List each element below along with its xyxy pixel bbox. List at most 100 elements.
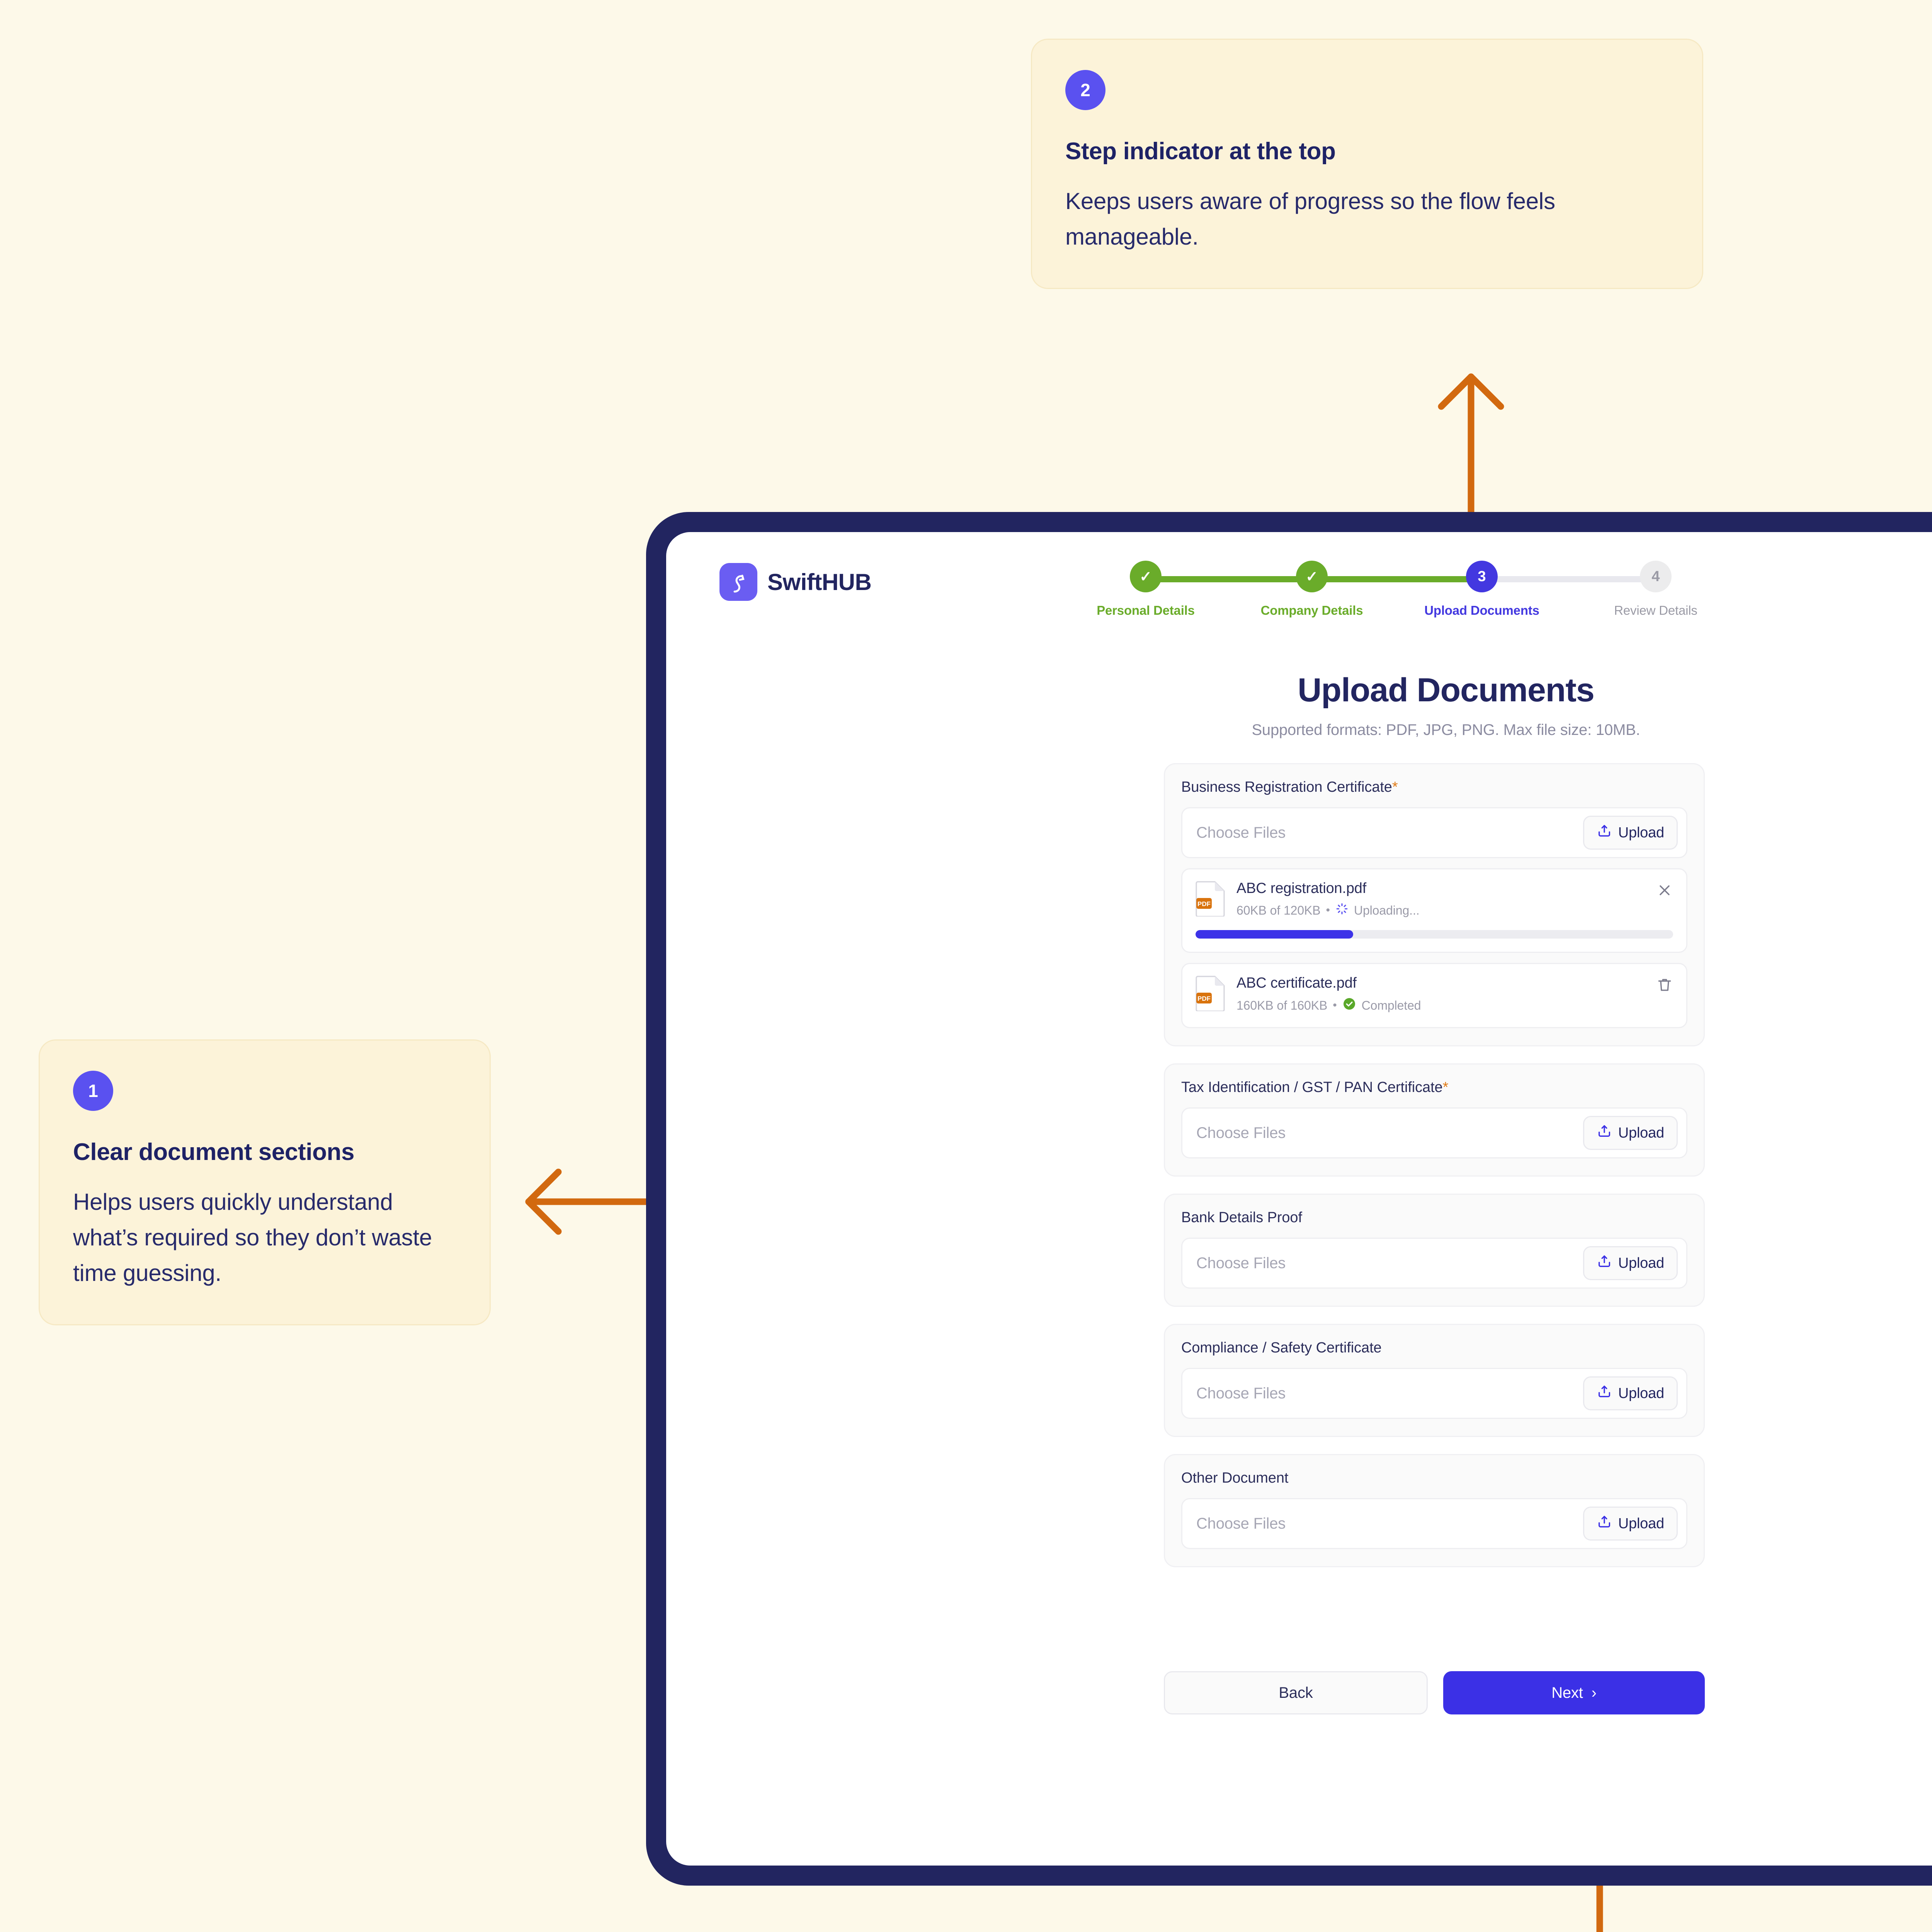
document-label-text-2: Tax Identification / GST / PAN Certifica… xyxy=(1181,1079,1443,1095)
connector-2-arrow xyxy=(1438,373,1504,410)
upload-button-2[interactable]: Upload xyxy=(1583,1116,1678,1150)
required-asterisk-1: * xyxy=(1392,779,1398,795)
file-status-line-1: 60KB of 120KB • Uploading... xyxy=(1236,902,1646,918)
trash-icon[interactable] xyxy=(1656,975,1673,996)
step-label-3: Upload Documents xyxy=(1424,603,1539,617)
choose-files-placeholder-5: Choose Files xyxy=(1196,1515,1286,1532)
upload-button-5[interactable]: Upload xyxy=(1583,1507,1678,1541)
callout-badge-2: 2 xyxy=(1065,70,1105,110)
svg-text:PDF: PDF xyxy=(1197,900,1211,908)
step-check-icon-1: ✓ xyxy=(1139,568,1152,585)
swift-logo-icon xyxy=(719,563,757,601)
document-card-tax-identification: Tax Identification / GST / PAN Certifica… xyxy=(1164,1063,1705,1177)
step-indicator-track: ✓ ✓ 3 4 Personal Details Company Details… xyxy=(1097,561,1740,630)
upload-button-1[interactable]: Upload xyxy=(1583,816,1678,850)
file-sep-dot-1: • xyxy=(1326,904,1330,917)
choose-files-placeholder-4: Choose Files xyxy=(1196,1384,1286,1402)
upload-icon-2 xyxy=(1597,1123,1612,1143)
document-card-compliance-safety: Compliance / Safety Certificate Choose F… xyxy=(1164,1324,1705,1437)
document-card-business-registration: Business Registration Certificate* Choos… xyxy=(1164,763,1705,1046)
file-meta-2: ABC certificate.pdf 160KB of 160KB • xyxy=(1236,975,1646,1014)
document-label-3: Bank Details Proof xyxy=(1181,1209,1687,1226)
next-button[interactable]: Next › xyxy=(1443,1671,1705,1714)
uploaded-file-row-uploading: PDF ABC registration.pdf 60KB of 120KB • xyxy=(1181,868,1687,953)
app-header: SwiftHUB ✓ ✓ 3 4 Personal Details xyxy=(666,532,1932,636)
upload-button-4[interactable]: Upload xyxy=(1583,1376,1678,1410)
step-track-2-3 xyxy=(1311,576,1485,582)
chevron-right-icon: › xyxy=(1591,1684,1597,1701)
app-screen: SwiftHUB ✓ ✓ 3 4 Personal Details xyxy=(666,532,1932,1866)
document-card-bank-details: Bank Details Proof Choose Files Upload xyxy=(1164,1194,1705,1307)
file-status-text-1: Uploading... xyxy=(1354,903,1420,917)
upload-progress-fill xyxy=(1196,930,1353,939)
file-row-top: PDF ABC registration.pdf 60KB of 120KB • xyxy=(1196,880,1673,918)
file-size-1: 60KB of 120KB xyxy=(1236,903,1321,917)
file-name-1: ABC registration.pdf xyxy=(1236,880,1367,896)
file-input-row-1[interactable]: Choose Files Upload xyxy=(1181,807,1687,858)
file-meta-1: ABC registration.pdf 60KB of 120KB • Upl… xyxy=(1236,880,1646,918)
choose-files-placeholder-1: Choose Files xyxy=(1196,824,1286,841)
file-size-2: 160KB of 160KB xyxy=(1236,998,1328,1012)
file-input-row-2[interactable]: Choose Files Upload xyxy=(1181,1107,1687,1158)
document-label-text-3: Bank Details Proof xyxy=(1181,1209,1302,1226)
connector-1-arrow xyxy=(525,1168,562,1235)
callout-body-1: Helps users quickly understand what’s re… xyxy=(73,1189,432,1286)
page-title: Upload Documents xyxy=(1298,672,1595,709)
upload-icon-4 xyxy=(1597,1384,1612,1403)
document-label-text-1: Business Registration Certificate xyxy=(1181,779,1392,795)
choose-files-placeholder-2: Choose Files xyxy=(1196,1124,1286,1141)
device-frame: SwiftHUB ✓ ✓ 3 4 Personal Details xyxy=(646,512,1932,1886)
back-button[interactable]: Back xyxy=(1164,1671,1428,1714)
page-subtitle: Supported formats: PDF, JPG, PNG. Max fi… xyxy=(1252,721,1640,738)
step-indicator: ✓ ✓ 3 4 Personal Details Company Details… xyxy=(1097,561,1748,630)
step-label-1: Personal Details xyxy=(1097,603,1195,617)
step-track-3-4 xyxy=(1481,576,1655,582)
step-circle-4[interactable]: 4 xyxy=(1640,561,1672,592)
document-label-text-5: Other Document xyxy=(1181,1470,1289,1486)
callout-title-2: Step indicator at the top xyxy=(1065,138,1336,165)
callout-card-1: 1 Clear document sections Helps users qu… xyxy=(39,1039,491,1325)
document-label-2: Tax Identification / GST / PAN Certifica… xyxy=(1181,1079,1687,1096)
choose-files-placeholder-3: Choose Files xyxy=(1196,1254,1286,1272)
step-circle-3[interactable]: 3 xyxy=(1466,561,1498,592)
upload-button-label-1: Upload xyxy=(1618,824,1664,841)
upload-button-label-3: Upload xyxy=(1618,1255,1664,1271)
step-check-icon-2: ✓ xyxy=(1306,568,1318,585)
upload-button-label-2: Upload xyxy=(1618,1124,1664,1141)
next-button-label: Next xyxy=(1551,1684,1583,1701)
callout-body-2: Keeps users aware of progress so the flo… xyxy=(1065,188,1555,250)
svg-text:PDF: PDF xyxy=(1197,995,1211,1002)
step-label-2: Company Details xyxy=(1260,603,1363,617)
check-circle-icon xyxy=(1342,997,1356,1014)
upload-icon-1 xyxy=(1597,823,1612,842)
upload-button-label-4: Upload xyxy=(1618,1385,1664,1401)
close-icon[interactable] xyxy=(1656,880,1673,901)
spinner-icon xyxy=(1335,902,1349,918)
document-label-text-4: Compliance / Safety Certificate xyxy=(1181,1340,1382,1356)
step-track-1-2 xyxy=(1145,576,1315,582)
document-card-other: Other Document Choose Files Upload xyxy=(1164,1454,1705,1567)
upload-button-label-5: Upload xyxy=(1618,1515,1664,1532)
upload-button-3[interactable]: Upload xyxy=(1583,1246,1678,1280)
file-status-text-2: Completed xyxy=(1361,998,1421,1012)
upload-icon-5 xyxy=(1597,1514,1612,1533)
uploaded-file-row-completed: PDF ABC certificate.pdf 160KB of 160KB • xyxy=(1181,963,1687,1028)
file-input-row-3[interactable]: Choose Files Upload xyxy=(1181,1238,1687,1289)
back-button-label: Back xyxy=(1279,1684,1313,1701)
upload-icon-3 xyxy=(1597,1253,1612,1273)
step-circle-2[interactable]: ✓ xyxy=(1296,561,1328,592)
document-label-1: Business Registration Certificate* xyxy=(1181,779,1687,796)
document-sections: Business Registration Certificate* Choos… xyxy=(1164,763,1705,1584)
file-status-line-2: 160KB of 160KB • Completed xyxy=(1236,997,1646,1014)
file-input-row-5[interactable]: Choose Files Upload xyxy=(1181,1498,1687,1549)
callout-card-2: 2 Step indicator at the top Keeps users … xyxy=(1031,39,1703,289)
file-input-row-4[interactable]: Choose Files Upload xyxy=(1181,1368,1687,1419)
callout-title-1: Clear document sections xyxy=(73,1139,355,1165)
file-name-2: ABC certificate.pdf xyxy=(1236,975,1357,991)
step-circle-1[interactable]: ✓ xyxy=(1130,561,1162,592)
document-label-4: Compliance / Safety Certificate xyxy=(1181,1340,1687,1356)
required-asterisk-2: * xyxy=(1442,1079,1449,1095)
step-label-4: Review Details xyxy=(1614,603,1697,617)
form-footer-buttons: Back Next › xyxy=(1164,1671,1705,1714)
file-sep-dot-2: • xyxy=(1333,999,1337,1012)
